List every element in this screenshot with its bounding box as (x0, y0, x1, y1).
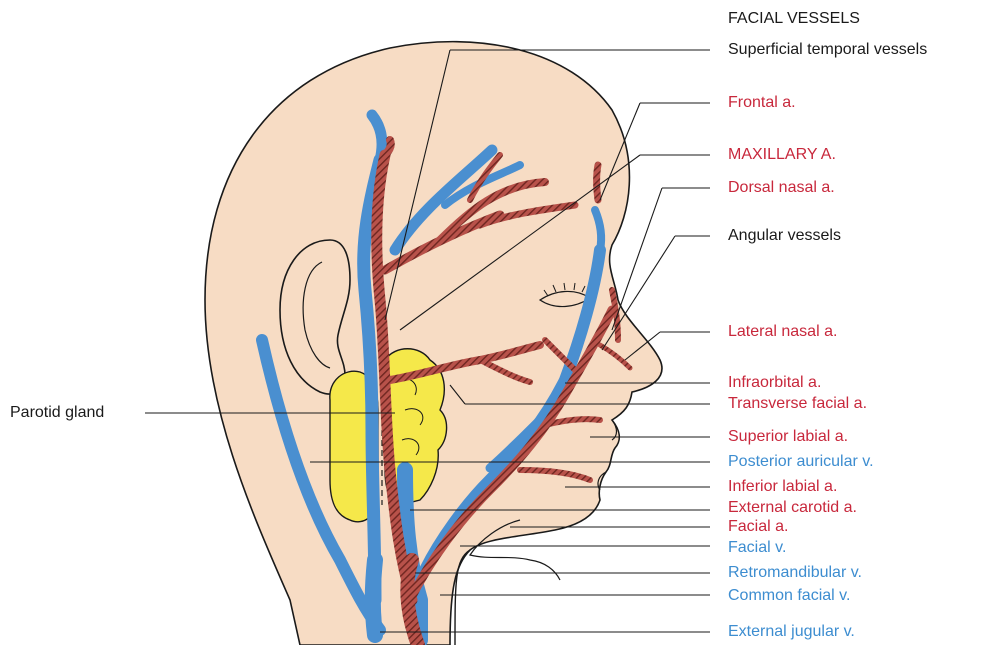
label-superficial-temporal-vessels: Superficial temporal vessels (728, 41, 927, 59)
label-posterior-auricular-vein: Posterior auricular v. (728, 453, 874, 471)
label-external-jugular-vein: External jugular v. (728, 623, 855, 641)
label-facial-vein: Facial v. (728, 539, 786, 557)
label-dorsal-nasal-artery: Dorsal nasal a. (728, 179, 835, 197)
label-lateral-nasal-artery: Lateral nasal a. (728, 323, 837, 341)
diagram-title: FACIAL VESSELS (728, 10, 860, 28)
label-maxillary-artery: MAXILLARY A. (728, 146, 836, 164)
label-parotid-gland: Parotid gland (10, 404, 104, 422)
label-infraorbital-artery: Infraorbital a. (728, 374, 821, 392)
label-transverse-facial-artery: Transverse facial a. (728, 395, 867, 413)
label-frontal-artery: Frontal a. (728, 94, 796, 112)
label-facial-artery: Facial a. (728, 518, 788, 536)
label-retromandibular-vein: Retromandibular v. (728, 564, 862, 582)
label-superior-labial-artery: Superior labial a. (728, 428, 848, 446)
external-jugular-vein (373, 560, 375, 635)
label-inferior-labial-artery: Inferior labial a. (728, 478, 837, 496)
label-common-facial-vein: Common facial v. (728, 587, 850, 605)
label-angular-vessels: Angular vessels (728, 227, 841, 245)
label-external-carotid-artery: External carotid a. (728, 499, 857, 517)
frontal-artery (597, 165, 599, 200)
